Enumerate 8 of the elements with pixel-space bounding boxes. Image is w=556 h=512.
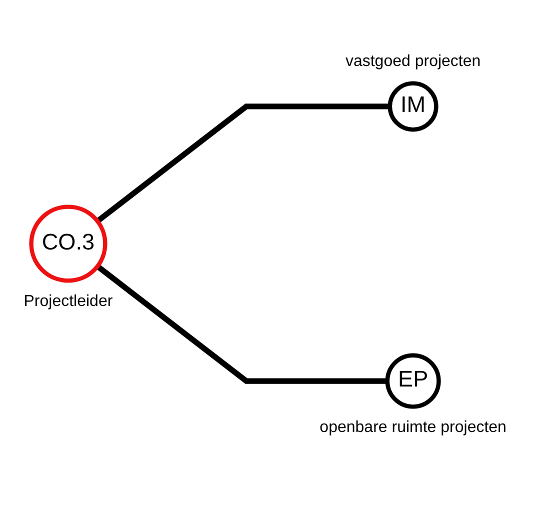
node-caption: openbare ruimte projecten [320, 418, 506, 437]
node-caption: Projectleider [24, 292, 113, 311]
connector-line [96, 264, 388, 384]
circle-node: EP [385, 353, 441, 409]
connector-line [96, 104, 390, 224]
node-caption: vastgoed projecten [345, 53, 481, 72]
circle-node: CO.3 [29, 204, 108, 283]
circle-node: IM [388, 81, 438, 132]
